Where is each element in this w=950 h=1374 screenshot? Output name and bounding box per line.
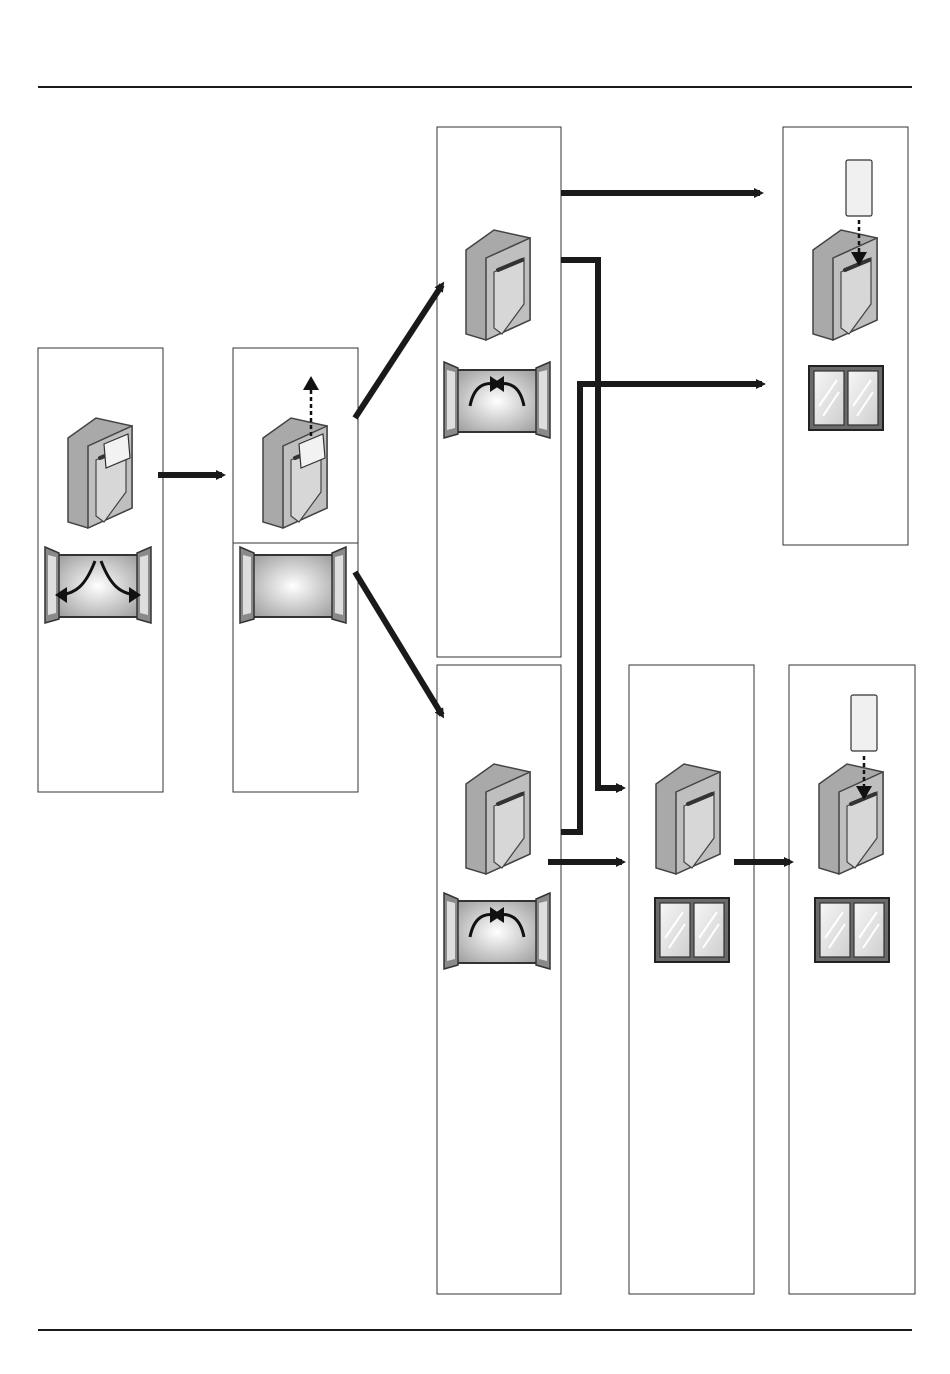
panel-5 xyxy=(437,665,561,1294)
panel-2-switch-icon xyxy=(263,376,327,528)
panel-7-switch-icon xyxy=(819,764,883,874)
panel-5-window-closing-icon xyxy=(444,893,550,969)
panel-6-window-closed-icon xyxy=(655,898,729,962)
panel-4-switch-icon xyxy=(813,230,877,340)
panel-3-switch-icon xyxy=(466,230,530,340)
arrow-p3-to-p6 xyxy=(561,260,622,788)
panel-6 xyxy=(629,665,754,1294)
arrow-p5-to-p4-window xyxy=(561,384,762,832)
panel-2-window-open-icon xyxy=(240,547,346,623)
panel-7 xyxy=(789,665,915,1294)
arrow-p2-to-p5 xyxy=(355,572,442,715)
panel-6-switch-icon xyxy=(656,764,720,874)
panel-3-window-closing-icon xyxy=(444,362,550,438)
panel-1-switch-icon xyxy=(68,418,132,528)
panel-1-window-open-icon xyxy=(45,547,151,623)
panel-7-window-closed-icon xyxy=(815,898,889,962)
panel-5-switch-icon xyxy=(466,764,530,874)
arrow-p2-to-p3 xyxy=(355,285,442,418)
panel-4-window-closed-icon xyxy=(809,366,883,430)
